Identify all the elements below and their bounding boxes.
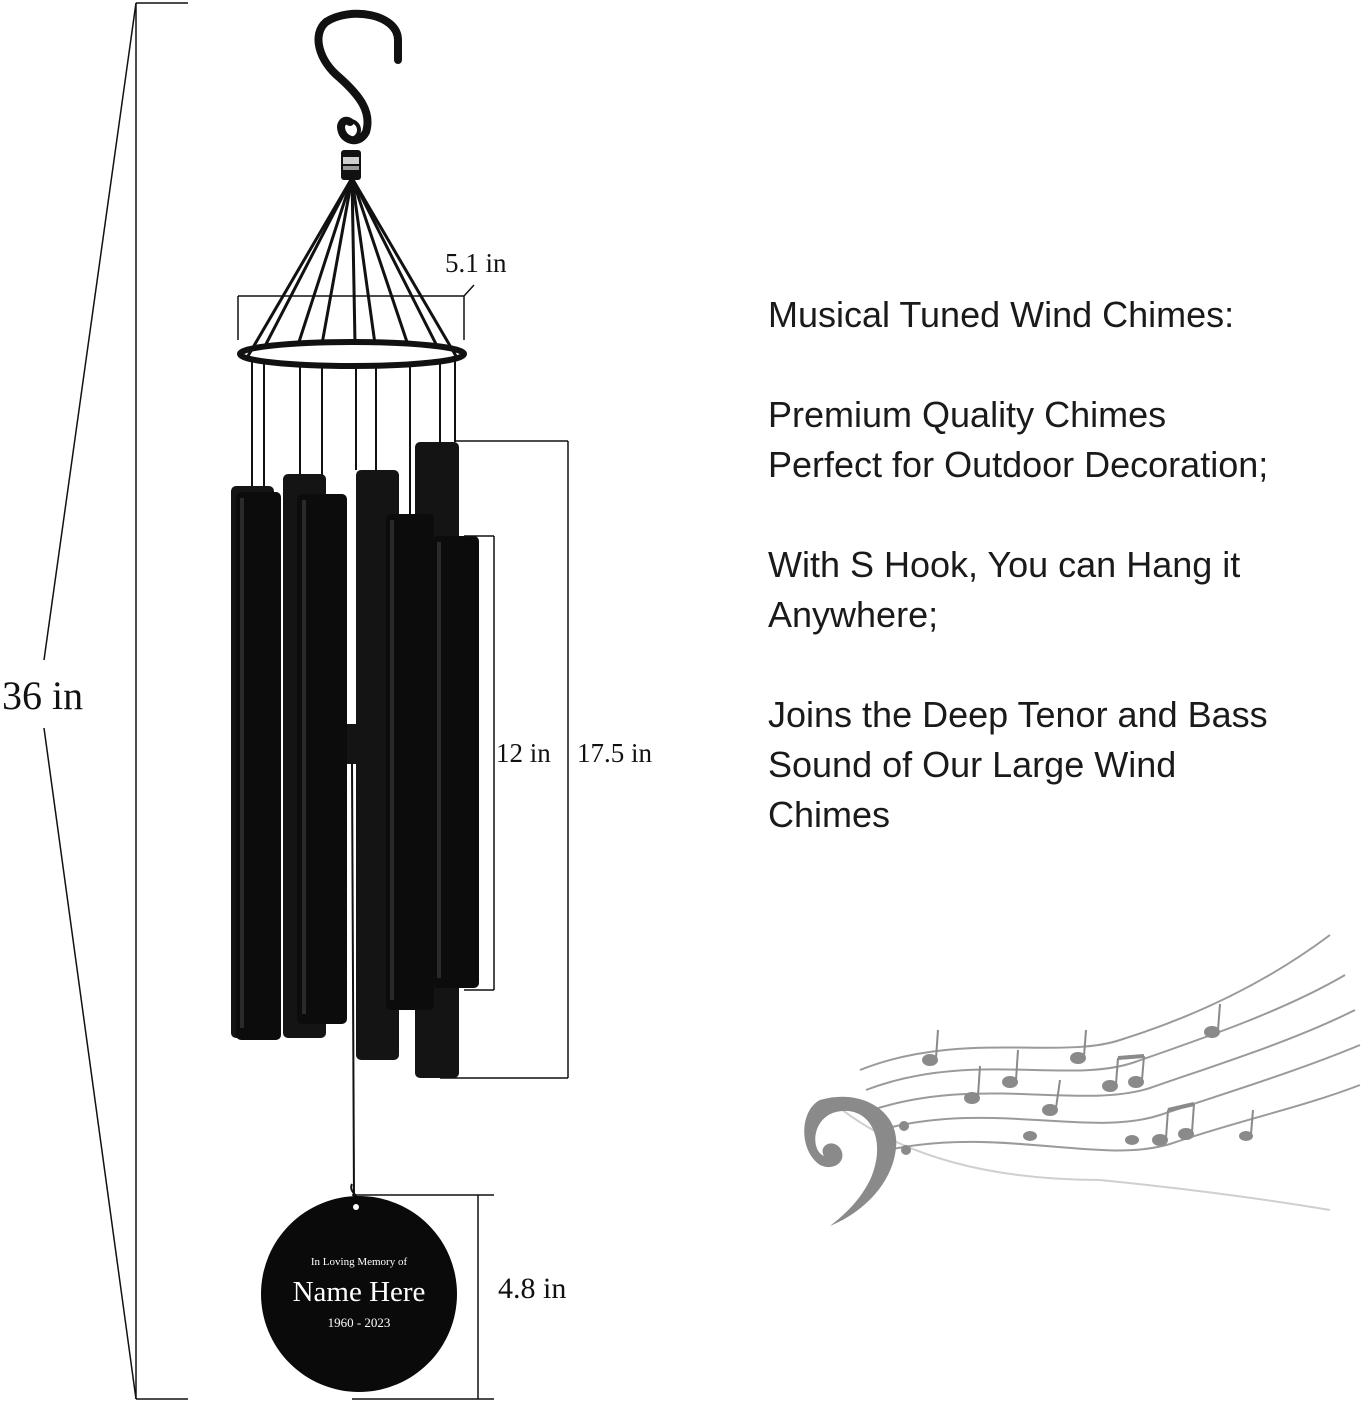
feature-text-line: Anywhere; <box>768 594 939 635</box>
total-height-dimension <box>43 2 188 1400</box>
feature-text-line: Premium Quality Chimes <box>768 394 1167 435</box>
tube-highlights <box>240 498 441 1028</box>
feature-text-line: With S Hook, You can Hang it <box>768 544 1241 585</box>
s-hook-icon <box>314 9 402 180</box>
short-tube-length-label: 12 in <box>496 738 551 768</box>
total-height-label: 36 in <box>2 673 84 718</box>
ring-width-dimension <box>237 284 475 340</box>
chime-tube <box>297 494 347 1024</box>
chime-top-ring <box>237 339 467 369</box>
feature-hook: With S Hook, You can Hang it Anywhere; <box>768 540 1240 640</box>
music-notes <box>922 1003 1254 1146</box>
plate-name: Name Here <box>292 1276 426 1308</box>
plate-dimension <box>352 1194 494 1400</box>
feature-text-line: Joins the Deep Tenor and Bass <box>768 694 1268 735</box>
chime-tube <box>236 492 281 1040</box>
plate-diameter-label: 4.8 in <box>498 1272 567 1305</box>
feature-sound: Joins the Deep Tenor and Bass Sound of O… <box>768 690 1268 840</box>
feature-heading-text: Musical Tuned Wind Chimes: <box>768 294 1235 335</box>
tube-strings <box>251 358 456 516</box>
long-tube-length-label: 17.5 in <box>577 738 653 768</box>
short-tube-dimension <box>464 535 495 991</box>
long-tube-dimension <box>440 440 569 1079</box>
chime-tubes <box>231 442 479 1078</box>
feature-heading: Musical Tuned Wind Chimes: <box>768 290 1234 340</box>
ring-diameter-label: 5.1 in <box>445 248 507 278</box>
plate-dedication: In Loving Memory of <box>310 1256 408 1268</box>
feature-quality: Premium Quality Chimes Perfect for Outdo… <box>768 390 1268 490</box>
feature-text-line: Perfect for Outdoor Decoration; <box>768 444 1269 485</box>
suspension-strings <box>246 177 458 357</box>
plate-years: 1960 - 2023 <box>327 1315 391 1330</box>
chime-tube <box>433 536 479 988</box>
striker-string <box>351 763 355 1199</box>
chime-tube <box>386 514 434 1010</box>
feature-text-line: Chimes <box>768 794 891 835</box>
feature-text-line: Sound of Our Large Wind <box>768 744 1177 785</box>
music-notes-icon <box>829 934 1361 1211</box>
bass-clef-icon <box>804 1096 911 1226</box>
memorial-plate <box>261 1183 457 1392</box>
